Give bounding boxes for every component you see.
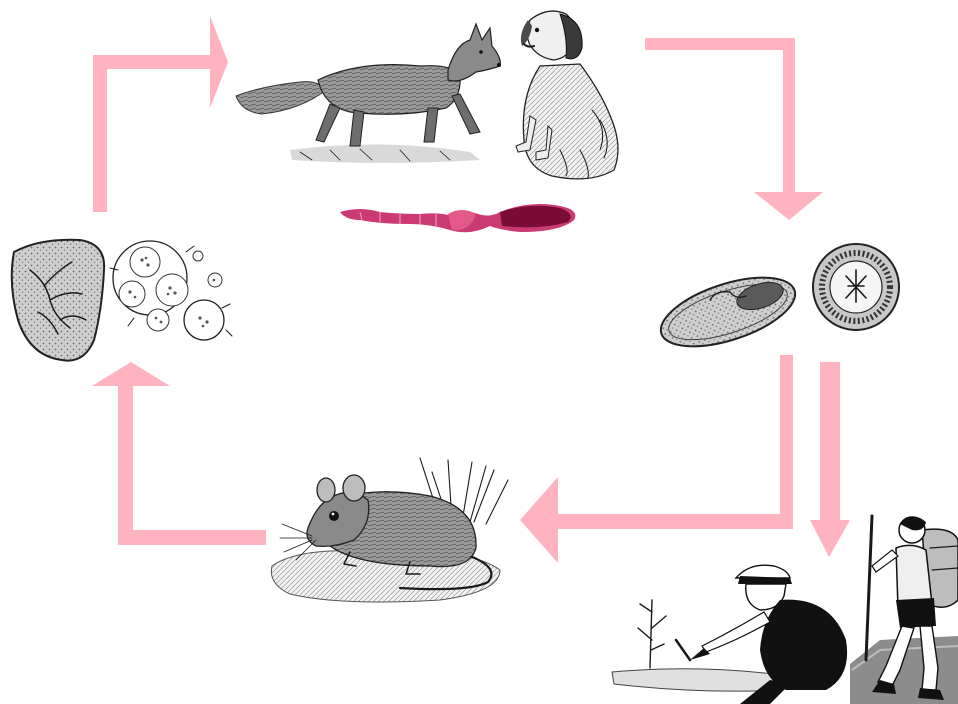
gardener-icon xyxy=(612,565,847,704)
arrow-eggs-to-rodent xyxy=(520,355,793,563)
cyst-icon xyxy=(110,241,232,340)
egg-icon xyxy=(653,264,803,361)
arrow-rodent-to-liver xyxy=(92,362,266,545)
fox-icon xyxy=(236,24,501,163)
rodent-icon xyxy=(271,458,508,602)
arrow-cysts-to-fox xyxy=(93,16,228,212)
tapeworm-icon xyxy=(340,204,575,232)
dog-icon xyxy=(516,11,618,179)
liver-icon xyxy=(12,240,104,361)
embryonated-egg-icon xyxy=(813,244,899,330)
arrow-dog-to-eggs xyxy=(645,38,823,220)
hiker-icon xyxy=(850,516,958,704)
arrow-eggs-to-humans xyxy=(810,362,850,557)
